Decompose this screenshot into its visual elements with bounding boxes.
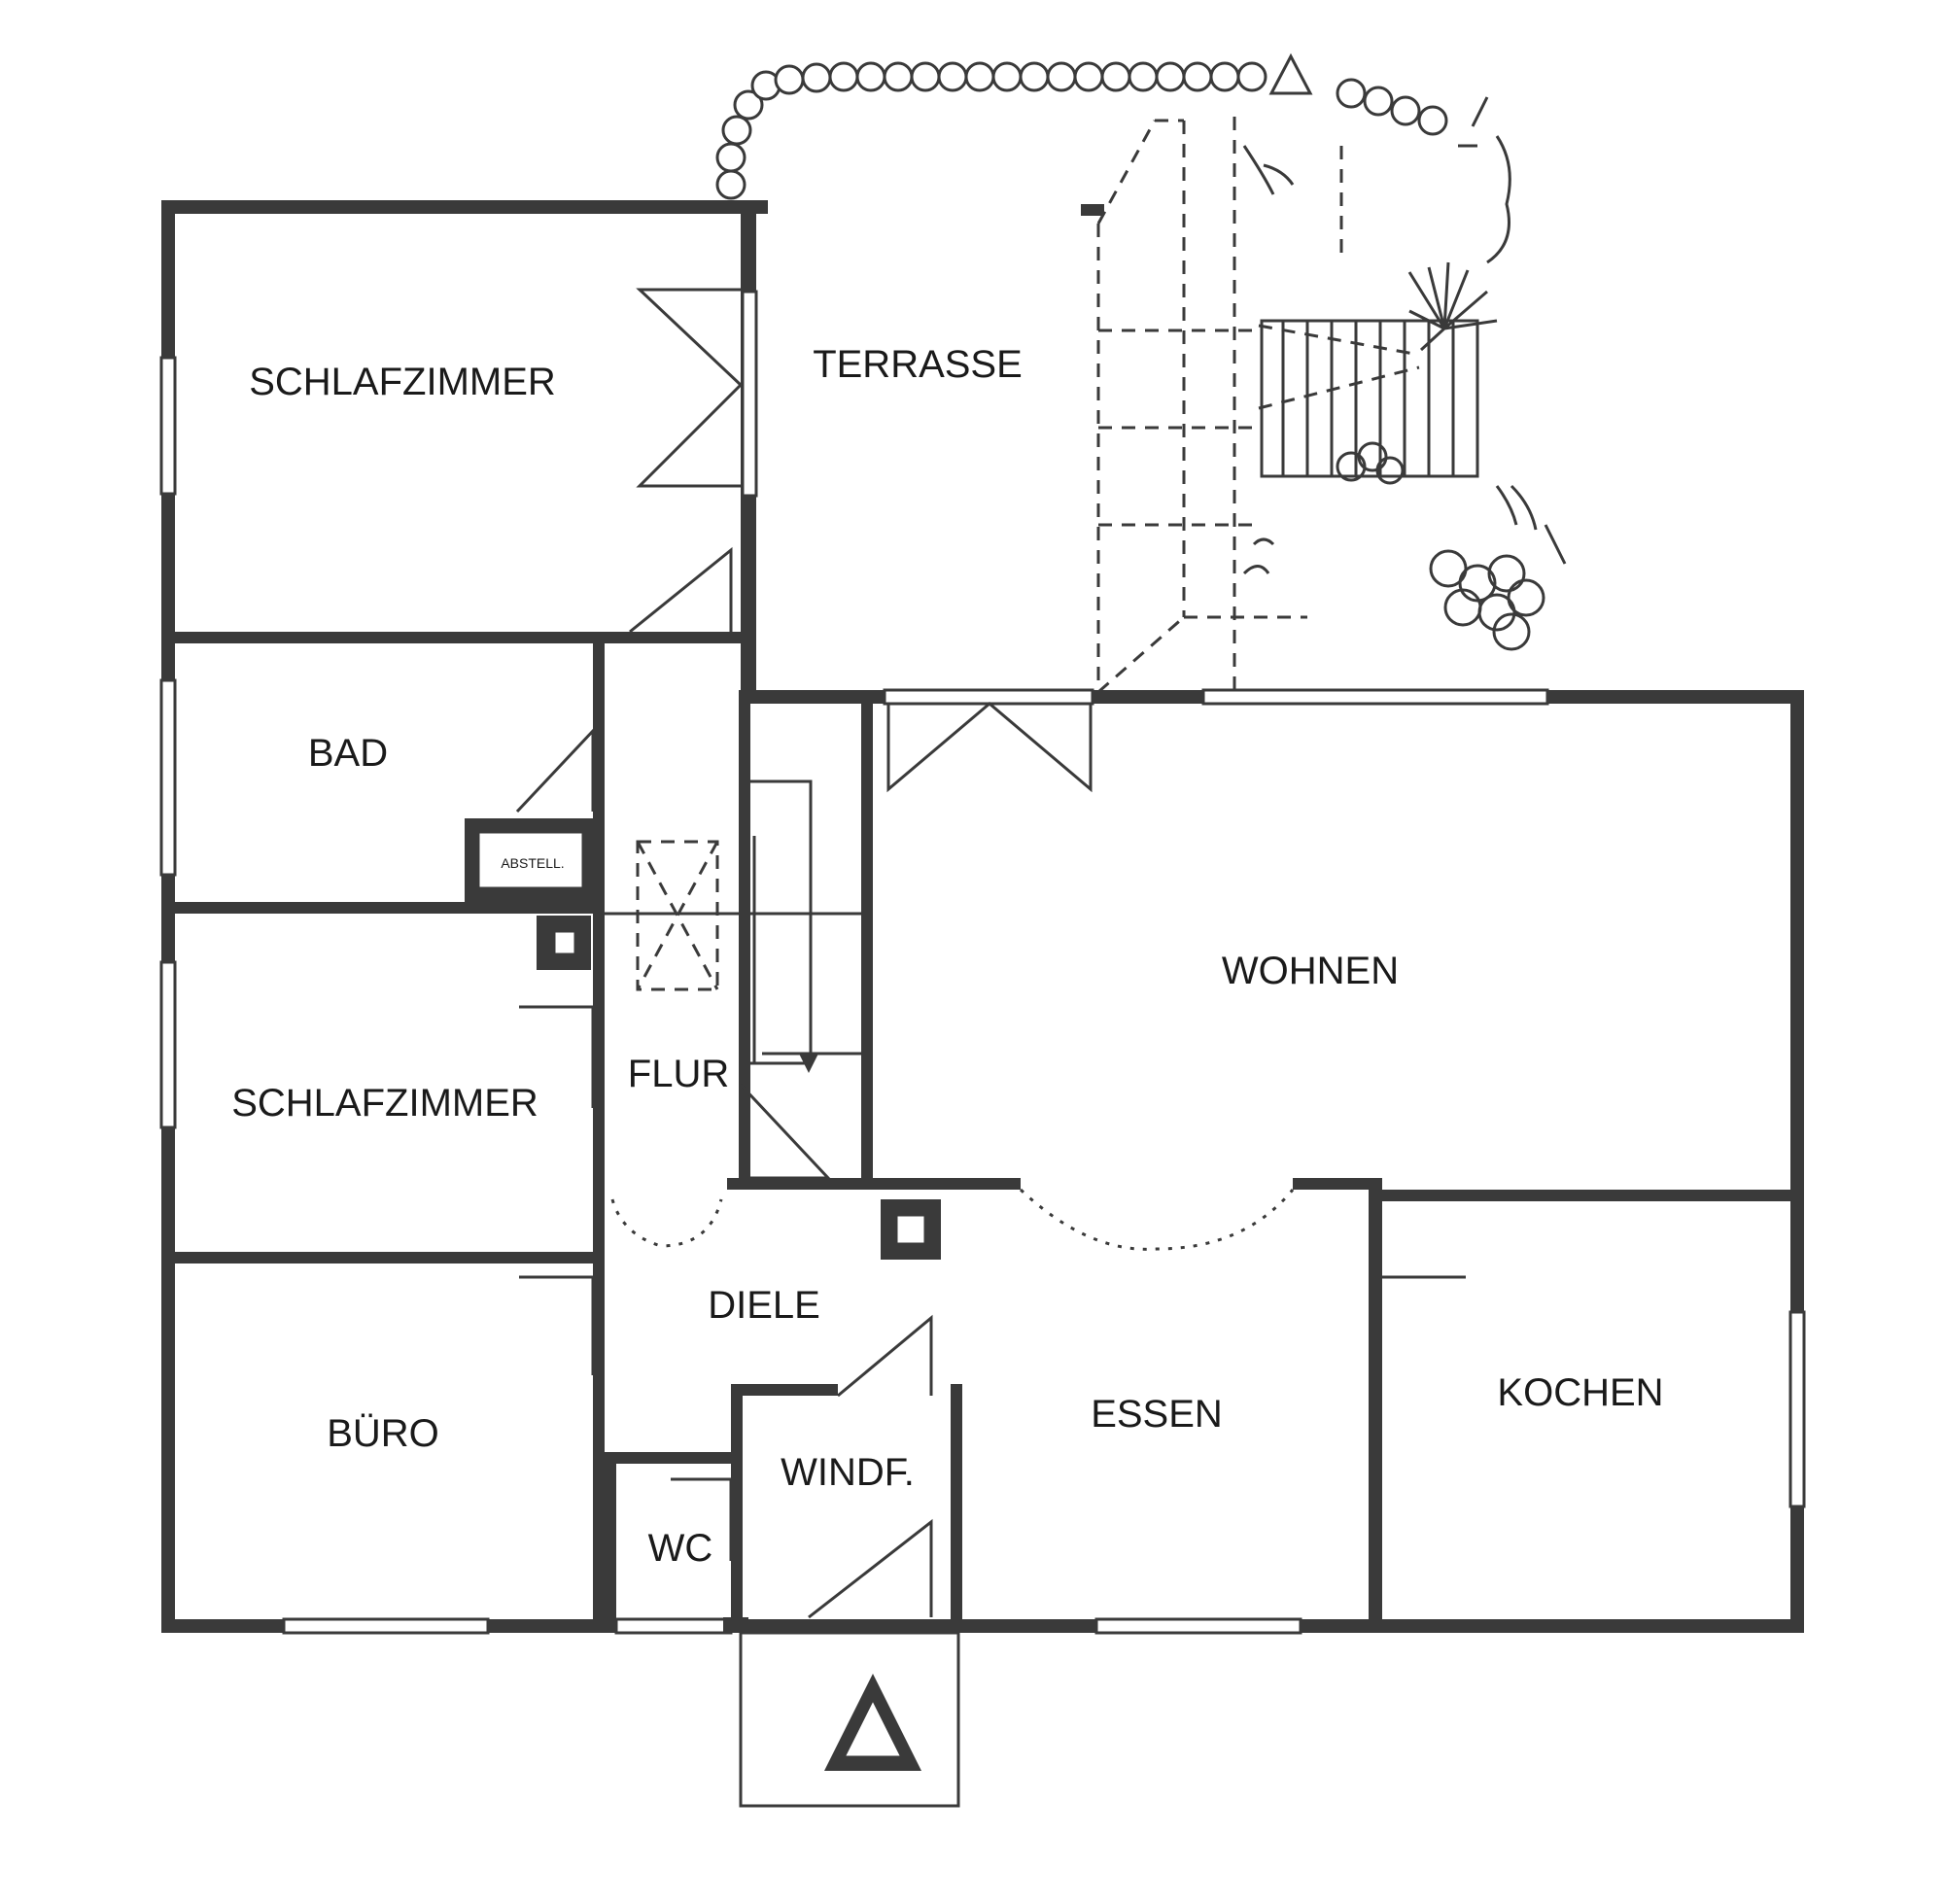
room-label-abstell: ABSTELL.: [501, 855, 564, 871]
stairs: [605, 779, 861, 1073]
doors: [515, 288, 1466, 1619]
garden-plants-icon: [1242, 96, 1567, 651]
interior-walls: [175, 632, 1804, 1633]
room-label-wc: WC: [648, 1527, 713, 1570]
room-label-kochen: KOCHEN: [1497, 1371, 1663, 1414]
room-label-bad: BAD: [308, 732, 388, 775]
room-label-essen: ESSEN: [1091, 1393, 1223, 1436]
room-label-windfang: WINDF.: [781, 1451, 915, 1494]
north-arrow-icon: [1268, 52, 1313, 95]
garden-sketch: [715, 52, 1567, 694]
room-label-diele: DIELE: [708, 1284, 820, 1327]
room-labels: SCHLAFZIMMER TERRASSE BAD ABSTELL. WOHNE…: [231, 343, 1663, 1570]
room-label-schlafzimmer-1: SCHLAFZIMMER: [249, 361, 556, 403]
garden-path: [1096, 117, 1420, 694]
hedge-bushes-icon: [715, 61, 1448, 200]
room-label-schlafzimmer-2: SCHLAFZIMMER: [231, 1082, 538, 1125]
entrance: [723, 1617, 960, 1808]
room-label-terrasse: TERRASSE: [813, 343, 1023, 386]
skylight: [636, 840, 719, 991]
garden-fence: [1260, 319, 1479, 478]
room-label-flur: FLUR: [628, 1053, 729, 1095]
room-label-wohnen: WOHNEN: [1222, 950, 1399, 992]
windows: [159, 290, 1806, 1635]
room-label-buero: BÜRO: [327, 1412, 439, 1455]
